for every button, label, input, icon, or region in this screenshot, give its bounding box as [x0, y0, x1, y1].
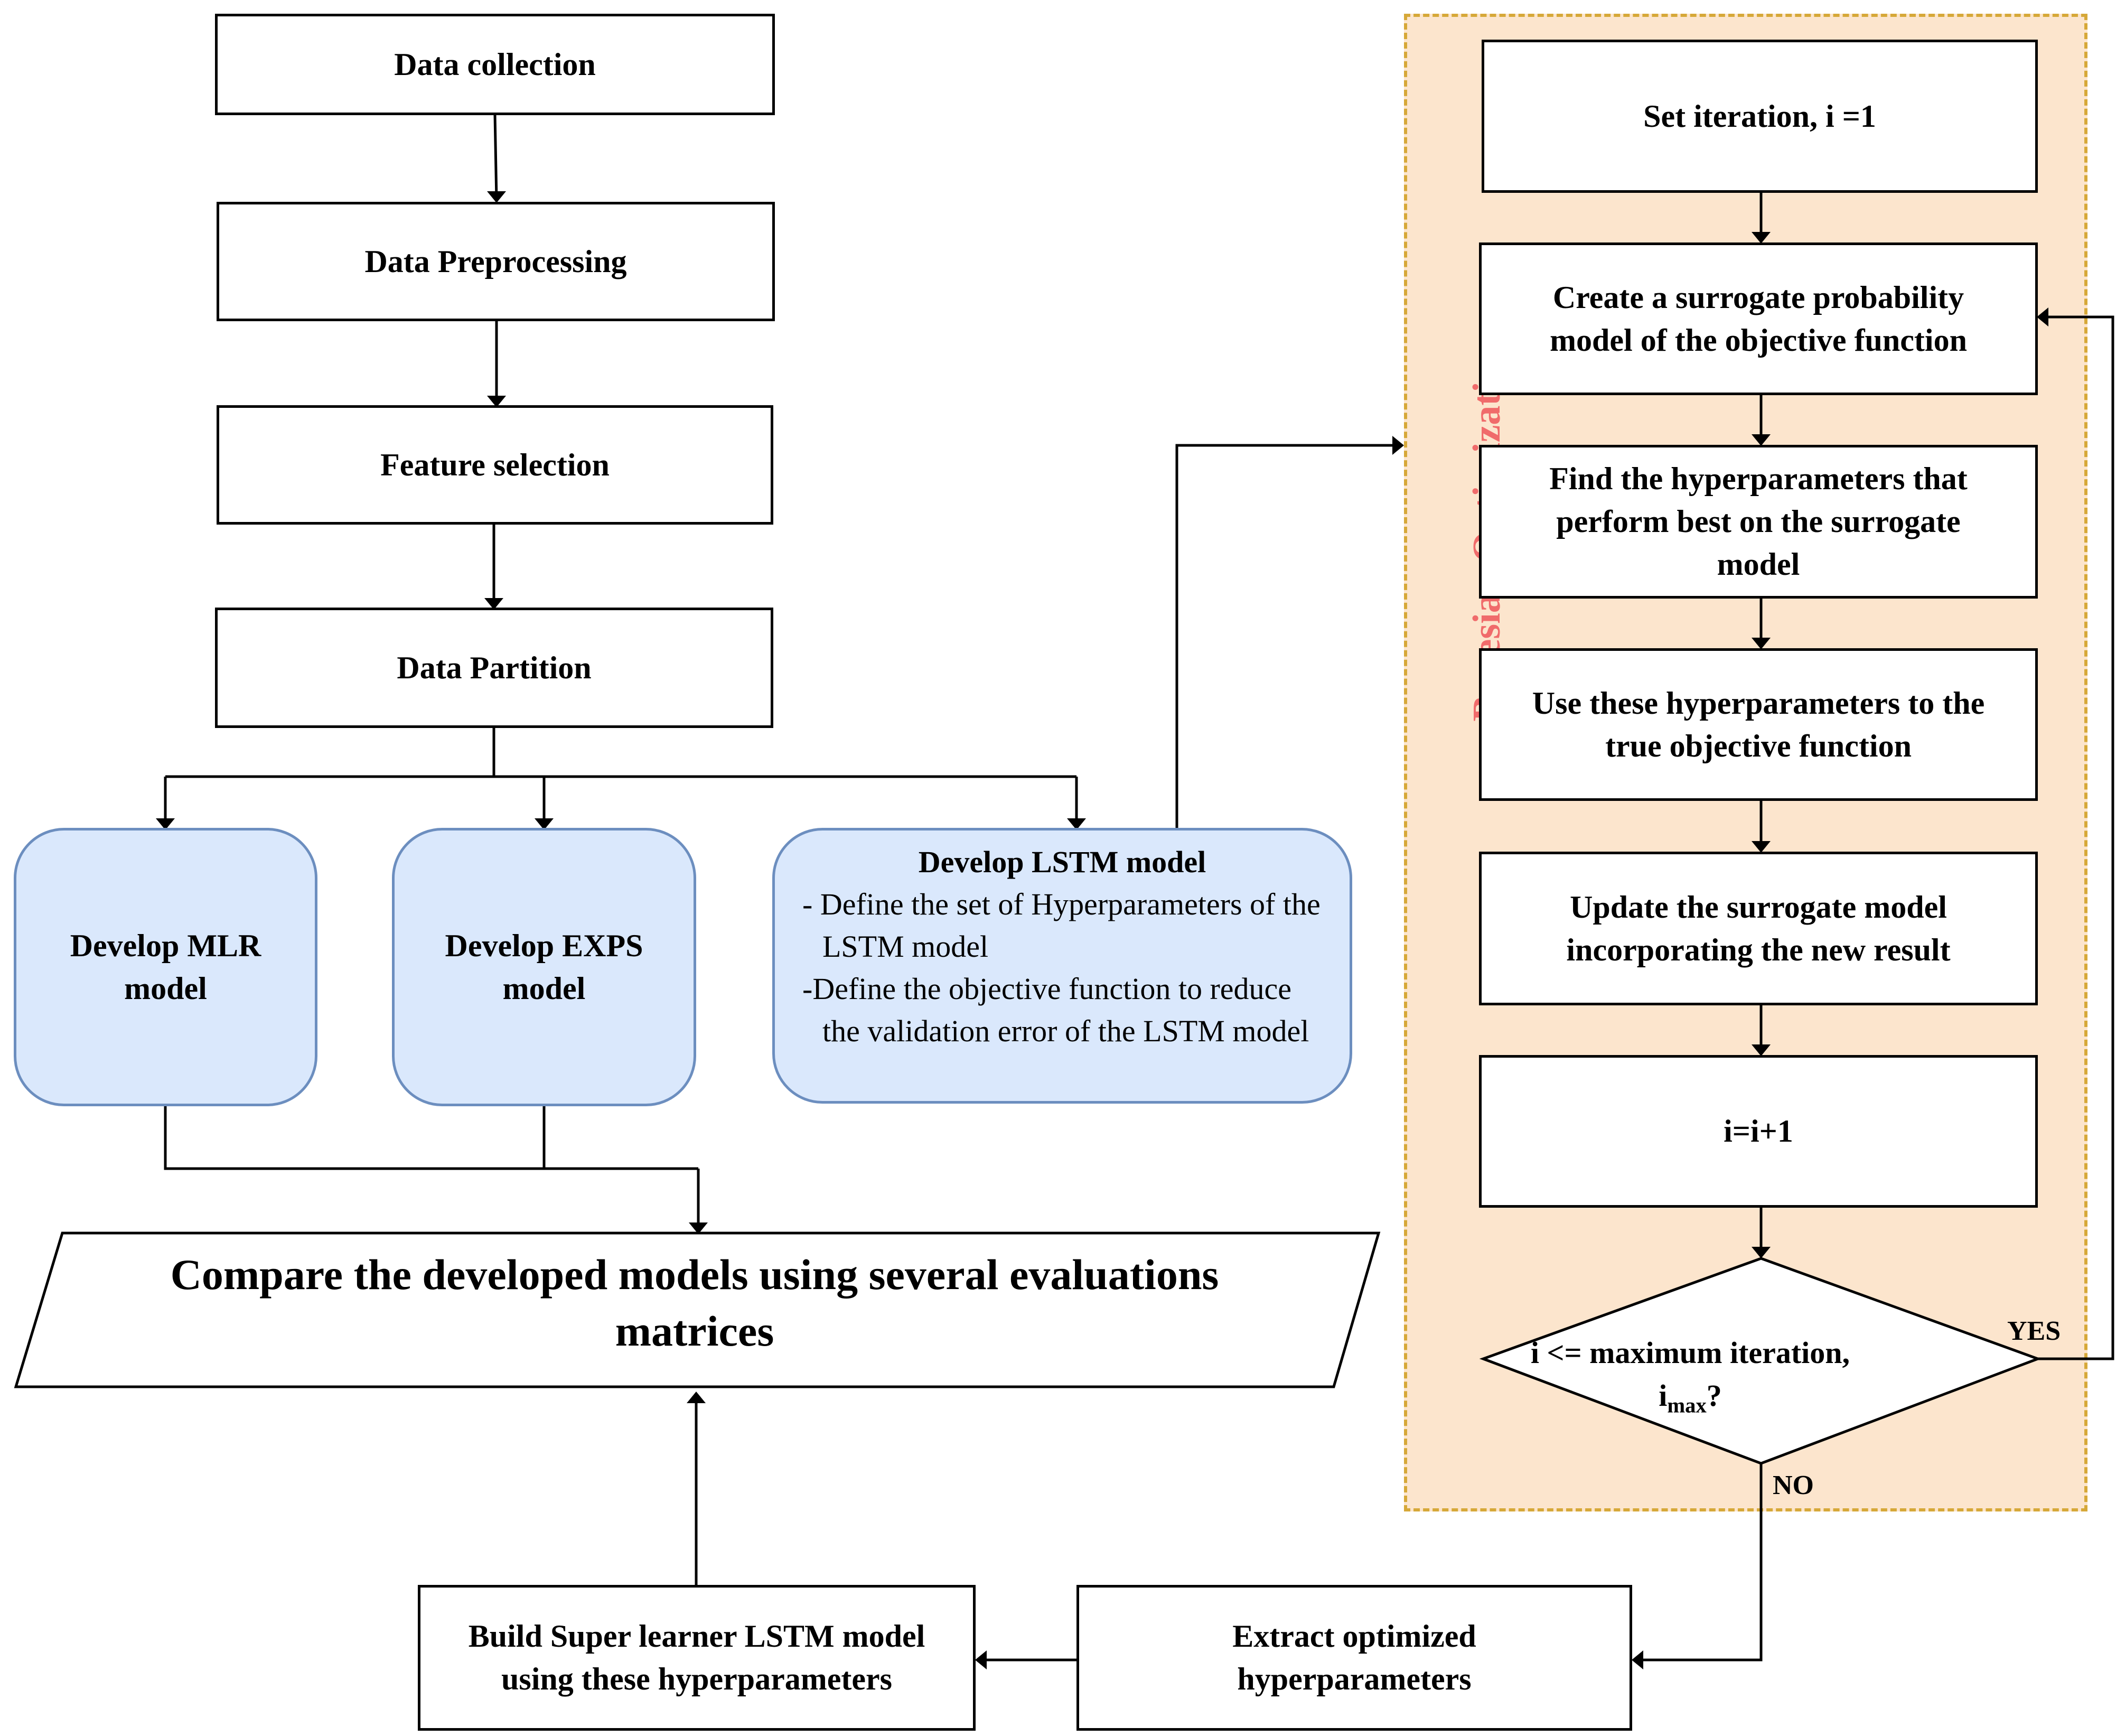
- node-data-preprocessing: Data Preprocessing: [217, 202, 775, 321]
- node-decision-line2: imax?: [1511, 1374, 1870, 1421]
- node-compare-line1: Compare the developed models using sever…: [170, 1250, 1219, 1299]
- compare-parallelogram: [14, 1231, 1381, 1388]
- node-develop-lstm-bullet2: -Define the objective function to reduce…: [802, 972, 1309, 1049]
- node-data-preprocessing-label: Data Preprocessing: [364, 244, 627, 279]
- edge-label-no: NO: [1773, 1470, 1814, 1500]
- arrowhead-increment: [1752, 1044, 1771, 1056]
- node-find-hyper-line2: perform best on the surrogate: [1556, 504, 1961, 539]
- node-develop-mlr: Develop MLR model: [14, 828, 317, 1106]
- node-develop-mlr-line1: Develop MLR: [70, 928, 261, 963]
- node-set-iteration-label: Set iteration, i =1: [1643, 98, 1876, 134]
- arrowhead-partition: [484, 598, 503, 610]
- decision-max-subscript: max: [1667, 1393, 1707, 1417]
- node-update-line2: incorporating the new result: [1566, 932, 1951, 967]
- arrow-no-to-extract: [1635, 1463, 1763, 1662]
- node-find-hyper-line1: Find the hyperparameters that: [1549, 461, 1968, 496]
- node-create-surrogate-line2: model of the objective function: [1550, 322, 1967, 358]
- node-extract-line2: hyperparameters: [1237, 1662, 1472, 1696]
- arrowhead-extract: [1632, 1650, 1643, 1669]
- node-use-hyperparameters: Use these hyperparameters to the true ob…: [1479, 648, 2038, 801]
- node-develop-exps-line2: model: [502, 970, 586, 1006]
- arrow-lstm-to-bayesian: [1175, 444, 1401, 828]
- node-set-iteration: Set iteration, i =1: [1482, 40, 2038, 193]
- arrow-collection-to-preprocessing: [493, 115, 498, 200]
- node-build-super-line1: Build Super learner LSTM model: [468, 1619, 925, 1654]
- node-decision-line1: i <= maximum iteration,: [1530, 1336, 1850, 1370]
- node-compare-line2: matrices: [615, 1306, 774, 1355]
- decision-i: i: [1659, 1378, 1668, 1413]
- arrowhead-exps: [535, 818, 554, 830]
- node-use-hyper-line2: true objective function: [1605, 728, 1912, 763]
- node-create-surrogate: Create a surrogate probability model of …: [1479, 242, 2038, 395]
- node-extract-line1: Extract optimized: [1232, 1619, 1476, 1654]
- node-data-collection: Data collection: [215, 14, 775, 115]
- arrowhead-update: [1752, 841, 1771, 853]
- node-data-partition: Data Partition: [215, 608, 773, 728]
- arrowhead-mlr: [156, 818, 175, 830]
- node-develop-exps-line1: Develop EXPS: [445, 928, 643, 963]
- node-extract-hyperparameters: Extract optimized hyperparameters: [1076, 1585, 1632, 1731]
- node-update-line1: Update the surrogate model: [1570, 889, 1947, 925]
- node-decision: i <= maximum iteration, imax?: [1511, 1331, 1870, 1421]
- node-find-hyper-line3: model: [1717, 547, 1800, 582]
- node-increment: i=i+1: [1479, 1055, 2038, 1208]
- decision-diamond: [1479, 1257, 2042, 1465]
- arrowhead-compare-up: [687, 1392, 706, 1403]
- node-update-surrogate: Update the surrogate model incorporating…: [1479, 852, 2038, 1005]
- node-increment-label: i=i+1: [1724, 1114, 1793, 1149]
- node-develop-exps: Develop EXPS model: [392, 828, 696, 1106]
- node-feature-selection: Feature selection: [217, 405, 773, 525]
- node-find-hyperparameters: Find the hyperparameters that perform be…: [1479, 445, 2038, 599]
- arrowhead-build: [975, 1650, 987, 1669]
- node-develop-lstm-title: Develop LSTM model: [918, 845, 1206, 879]
- node-develop-lstm-bullet1: - Define the set of Hyperparameters of t…: [802, 887, 1321, 964]
- node-create-surrogate-line1: Create a surrogate probability: [1552, 279, 1964, 315]
- arrowhead-compare: [689, 1222, 708, 1234]
- node-compare-models: Compare the developed models using sever…: [95, 1247, 1294, 1359]
- arrowhead-preprocessing: [487, 191, 506, 203]
- arrow-yes-loop: [2038, 315, 2114, 1360]
- node-use-hyper-line1: Use these hyperparameters to the: [1532, 685, 1985, 721]
- arrowhead-yes-loop: [2037, 307, 2048, 326]
- arrowhead-lstm: [1067, 818, 1086, 830]
- arrowhead-find: [1752, 434, 1771, 446]
- node-data-partition-label: Data Partition: [397, 650, 592, 685]
- edge-label-yes: YES: [2007, 1316, 2061, 1346]
- node-develop-lstm: Develop LSTM model - Define the set of H…: [772, 828, 1352, 1104]
- arrowhead-create: [1752, 232, 1771, 244]
- arrowhead-decision: [1752, 1247, 1771, 1258]
- node-build-super-line2: using these hyperparameters: [501, 1662, 892, 1696]
- arrowhead-feature: [487, 396, 506, 407]
- node-build-super-learner: Build Super learner LSTM model using the…: [418, 1585, 976, 1731]
- decision-question-mark: ?: [1706, 1378, 1722, 1413]
- node-develop-mlr-line2: model: [124, 970, 207, 1006]
- line-mlr-to-compare: [164, 1106, 698, 1170]
- arrowhead-use: [1752, 638, 1771, 649]
- node-data-collection-label: Data collection: [394, 46, 596, 82]
- node-feature-selection-label: Feature selection: [380, 447, 610, 482]
- arrowhead-bayesian: [1392, 436, 1404, 455]
